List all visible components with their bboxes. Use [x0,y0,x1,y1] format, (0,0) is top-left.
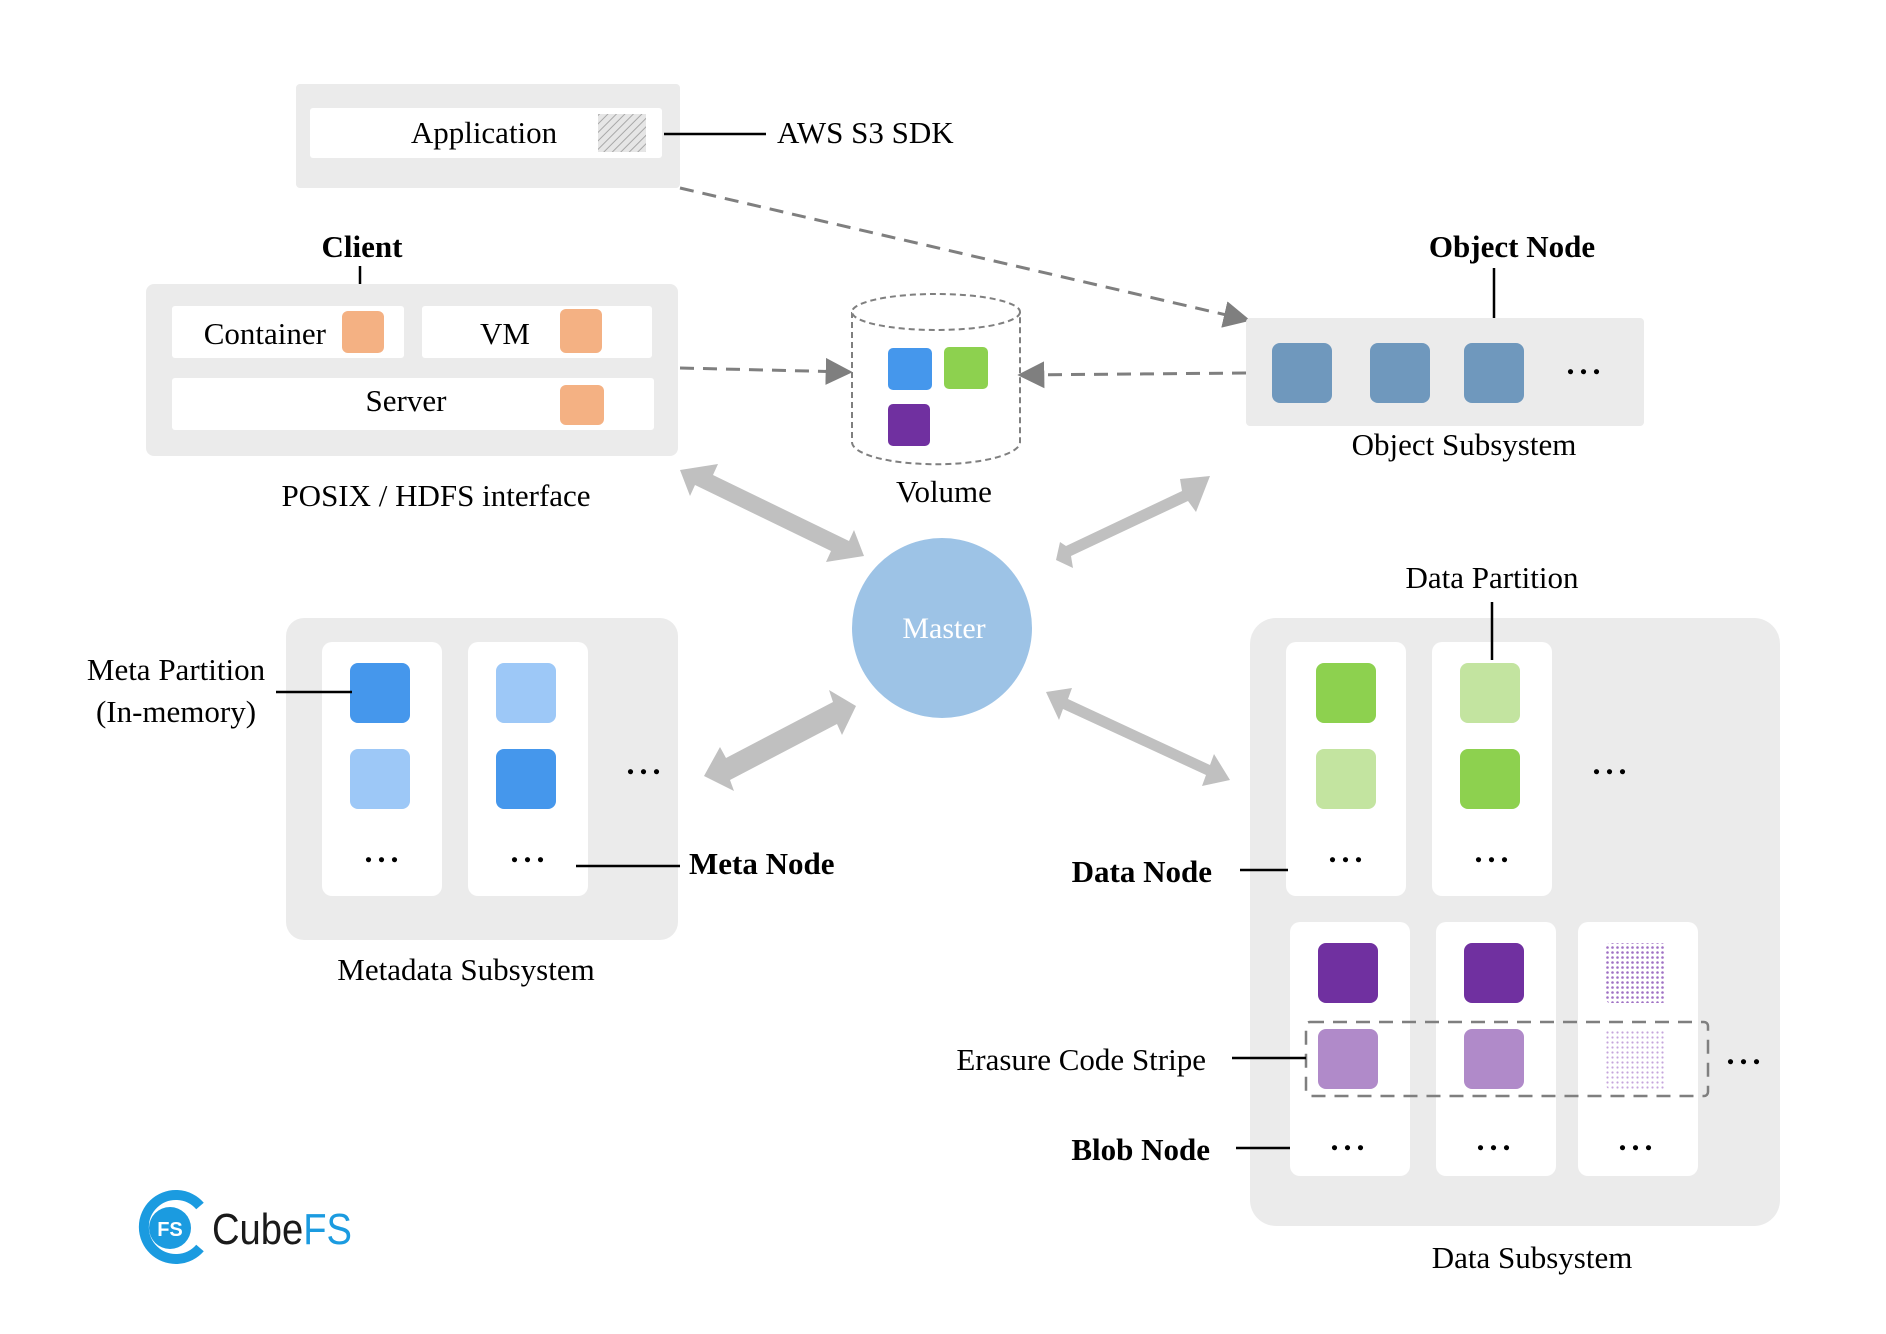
data-partition-1b [1316,749,1376,809]
metadata-subsystem-label: Metadata Subsystem [337,952,594,987]
master-object-double-arrow [1056,476,1210,568]
server-label: Server [366,383,448,418]
object-panel [1246,318,1644,426]
data-partition-label: Data Partition [1405,560,1579,595]
sdk-label: AWS S3 SDK [777,115,954,150]
blob-block-2b [1464,1029,1524,1089]
object-subsystem-label: Object Subsystem [1352,427,1577,462]
blob-block-1a [1318,943,1378,1003]
master-client-double-arrow [680,464,864,562]
data-partition-1a [1316,663,1376,723]
meta-partition-1b [350,749,410,809]
vm-label: VM [480,316,530,351]
blob-stripe-more-ellipsis: ... [1727,1035,1766,1071]
volume-cylinder-icon [851,312,1021,466]
interface-label: POSIX / HDFS interface [281,478,590,513]
object-node-2[interactable] [1370,343,1430,403]
volume-label: Volume [896,474,992,509]
data-group: ... ... ... Data Partition Data Node ...… [956,560,1780,1275]
container-icon [342,311,384,353]
volume-cylinder-top [851,293,1021,331]
blob-block-2a [1464,943,1524,1003]
app-to-object-dashed-arrow [679,186,1251,328]
blob-node-1-ellipsis: ... [1331,1121,1370,1157]
vm-card[interactable] [422,306,652,358]
application-card[interactable] [310,108,662,158]
cubefs-logo-ring-icon [138,1190,204,1264]
data-node-more-ellipsis: ... [1593,745,1632,781]
meta-node-2-ellipsis: ... [511,833,550,869]
data-node-label: Data Node [1072,854,1212,889]
client-to-volume-dashed-arrow [679,357,853,385]
cubefs-logo-badge: FS [157,1219,183,1241]
meta-partition-1a [350,663,410,723]
data-node-2-ellipsis: ... [1475,833,1514,869]
meta-partition-label-line2: (In-memory) [96,694,256,729]
client-title: Client [322,229,404,264]
volume-meta-block-icon [888,348,932,390]
volume-blob-block-icon [888,404,930,446]
cubefs-logo: FS CubeFS [138,1190,352,1264]
vm-icon [560,309,602,353]
container-label: Container [204,316,327,351]
metadata-group: ... ... ... Meta Partition (In-memory) M… [87,618,834,987]
application-group: Application AWS S3 SDK [296,84,954,188]
erasure-code-label: Erasure Code Stripe [956,1042,1206,1077]
master-node[interactable] [852,538,1032,718]
object-node-3[interactable] [1464,343,1524,403]
application-label: Application [411,115,558,150]
object-ellipsis: ... [1567,345,1606,381]
master-data-double-arrow [1046,688,1230,786]
data-partition-2b [1460,749,1520,809]
meta-node-1-ellipsis: ... [365,833,404,869]
volume-group: Volume [851,293,1021,509]
server-icon [560,385,604,425]
server-card[interactable] [172,378,654,430]
meta-partition-2a [496,663,556,723]
application-sdk-icon [598,114,646,152]
data-node-1-ellipsis: ... [1329,833,1368,869]
meta-node-label: Meta Node [689,846,834,881]
meta-partition-2b [496,749,556,809]
object-node-1[interactable] [1272,343,1332,403]
master-group: Master [680,464,1230,791]
master-metadata-double-arrow [704,690,856,791]
data-partition-2a [1460,663,1520,723]
cubefs-logo-badge-icon [149,1207,191,1249]
cubefs-logo-wordmark: CubeFS [212,1205,352,1254]
blob-node-2-ellipsis: ... [1477,1121,1516,1157]
volume-data-block-icon [944,347,988,389]
client-group: Client Container VM Server POSIX / HDFS … [146,229,678,513]
blob-node-3-ellipsis: ... [1619,1121,1658,1157]
blob-node-label: Blob Node [1071,1132,1210,1167]
master-label: Master [902,612,985,645]
metadata-more-ellipsis: ... [627,745,666,781]
blob-block-1b [1318,1029,1378,1089]
object-node-title: Object Node [1429,229,1595,264]
cubefs-logo-word-cube: Cube [212,1205,303,1254]
data-subsystem-label: Data Subsystem [1432,1240,1633,1275]
object-group: Object Node ... Object Subsystem [1246,229,1644,462]
meta-partition-label-line1: Meta Partition [87,652,266,687]
blob-parity-block-3a [1606,943,1666,1003]
cubefs-logo-word-fs: FS [303,1205,352,1254]
blob-parity-block-3b [1606,1029,1666,1089]
object-to-volume-dashed-arrow [1017,361,1247,389]
